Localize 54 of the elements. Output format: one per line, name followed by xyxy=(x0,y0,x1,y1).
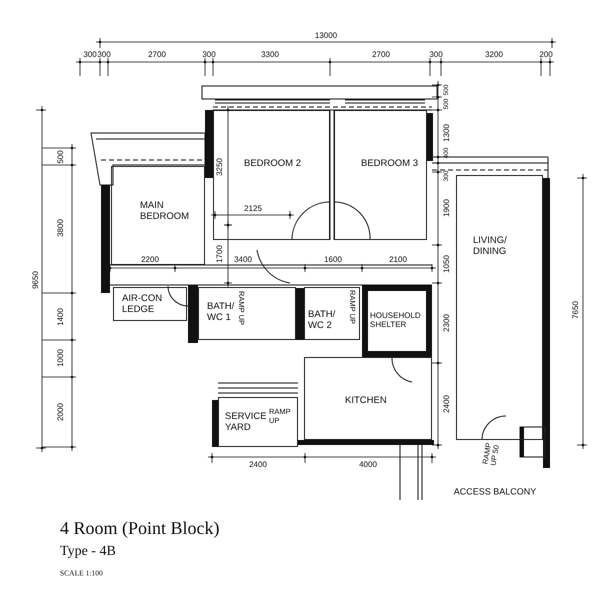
dimension-label: 4000 xyxy=(359,461,377,469)
dimension-label: 3800 xyxy=(57,219,65,237)
dimension-label: 500 xyxy=(57,150,65,164)
room-label: BEDROOM 3 xyxy=(361,159,420,170)
dimension-label: 1000 xyxy=(57,349,65,367)
dimension-label: 2100 xyxy=(389,256,407,264)
room-label: BATH/ WC 2 xyxy=(308,310,336,332)
dimension-label: 2700 xyxy=(148,51,166,59)
room-outline xyxy=(456,175,543,440)
dimension-label: 2200 xyxy=(141,256,159,264)
room-label: KITCHEN xyxy=(345,396,388,407)
plan-type-label: Type - 4B xyxy=(60,545,116,559)
dimension-label: 3250 xyxy=(216,158,224,176)
room-outline xyxy=(198,287,296,340)
plan-title: 4 Room (Point Block) xyxy=(60,518,220,539)
room-label: MAIN BEDROOM xyxy=(140,201,190,223)
room-outline xyxy=(218,397,298,447)
dimension-label: 3400 xyxy=(234,256,252,264)
room-label: SERVICE YARD xyxy=(225,412,267,434)
dimension-label: 300 xyxy=(97,51,111,59)
dimension-label: 2400 xyxy=(249,461,267,469)
dimension-label: 1600 xyxy=(324,256,342,264)
dimension-label: 2000 xyxy=(57,403,65,421)
room-label: AIR-CON LEDGE xyxy=(122,294,164,316)
dimension-label: 300 xyxy=(202,51,216,59)
room-outline xyxy=(304,287,360,340)
dimension-label: 200 xyxy=(539,51,553,59)
room-outline xyxy=(113,287,187,321)
dimension-label: 9650 xyxy=(32,271,40,289)
dimension-label: 3300 xyxy=(261,51,279,59)
dimension-label: 1700 xyxy=(216,245,224,263)
dimension-label: 1300 xyxy=(443,124,451,142)
dimension-label: 1050 xyxy=(443,255,451,273)
room-outline xyxy=(111,166,205,265)
room-outline xyxy=(362,285,432,357)
dimension-label: 2700 xyxy=(372,51,390,59)
room-label: LIVING/ DINING xyxy=(473,236,508,258)
dimension-label: 2125 xyxy=(244,205,262,213)
room-label: BATH/ WC 1 xyxy=(207,302,236,324)
room-outline xyxy=(334,110,427,240)
dimension-label: 2300 xyxy=(443,314,451,332)
area-label: ACCESS BALCONY xyxy=(454,488,536,496)
dimension-label: 2400 xyxy=(443,395,451,413)
room-outline xyxy=(304,357,432,440)
dimension-label: 300 xyxy=(83,51,97,59)
dimension-label: 1900 xyxy=(443,199,451,217)
dimension-label: 1400 xyxy=(57,308,65,326)
room-label: BEDROOM 2 xyxy=(244,159,302,170)
dimension-label: 3200 xyxy=(485,51,503,59)
room-outline xyxy=(213,110,330,240)
dimension-label: 13000 xyxy=(314,32,338,40)
room-label: HOUSEHOLD SHELTER xyxy=(370,311,422,330)
dimension-label: 300 xyxy=(429,51,443,59)
dimension-label: 7650 xyxy=(572,301,580,319)
